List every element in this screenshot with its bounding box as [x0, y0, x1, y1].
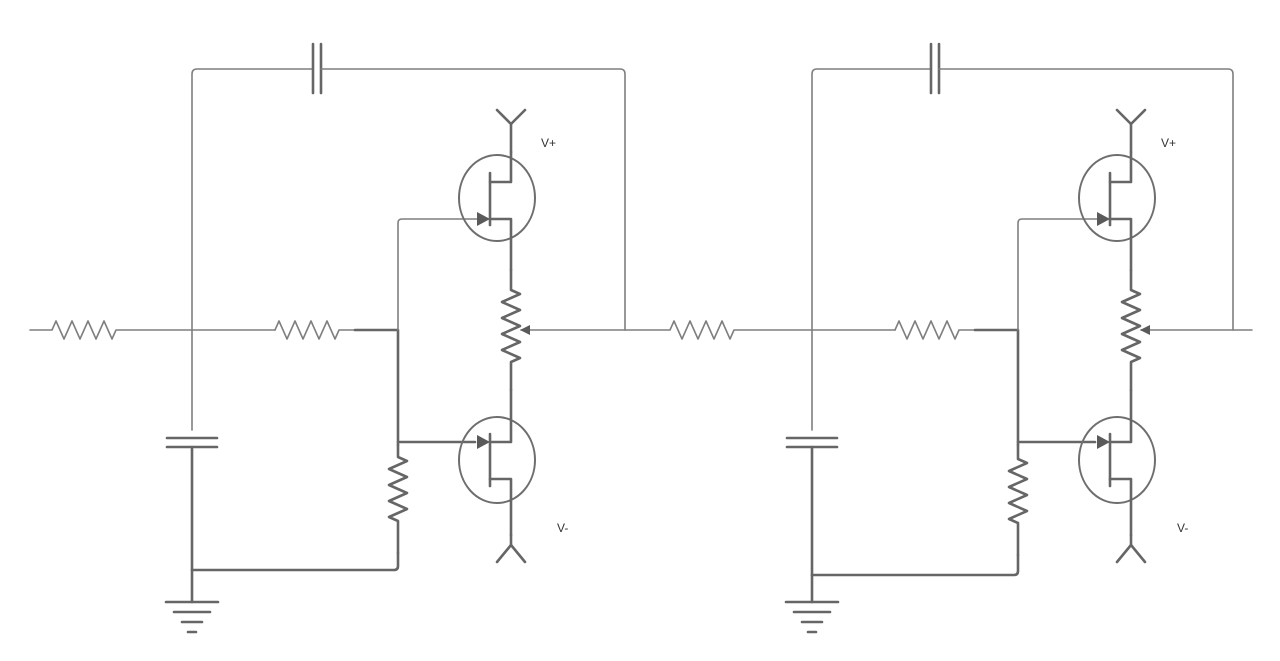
series-resistor — [274, 320, 356, 340]
ground-icon — [164, 568, 220, 634]
ground-capacitor — [165, 436, 219, 572]
potentiometer — [1120, 268, 1253, 392]
shunt-resistor — [1007, 443, 1029, 557]
supply-negative-label: V- — [1177, 521, 1188, 535]
supply-positive-label: V+ — [1161, 136, 1176, 150]
supply-negative-icon — [1115, 533, 1147, 564]
feedback-capacitor — [811, 42, 1234, 431]
upper-transistor — [1078, 150, 1156, 272]
node-wire — [353, 328, 400, 447]
shunt-resistor — [387, 443, 409, 555]
potentiometer — [500, 268, 626, 392]
input-resistor — [29, 320, 276, 340]
amplifier-stage-1: V+ V- — [29, 42, 626, 634]
ground-capacitor — [785, 436, 839, 577]
lower-transistor — [458, 388, 536, 537]
supply-positive-icon — [1115, 108, 1147, 154]
coupling-resistor — [624, 320, 896, 340]
ground-wire — [810, 553, 1020, 577]
feedback-capacitor — [191, 42, 626, 431]
gate-wire-upper — [1017, 218, 1099, 331]
amplifier-stage-2: V+ V- — [784, 42, 1253, 634]
series-resistor — [894, 320, 976, 340]
supply-positive-label: V+ — [541, 136, 556, 150]
ground-wire — [190, 551, 400, 572]
lower-transistor — [1078, 388, 1156, 537]
supply-positive-icon — [495, 108, 527, 154]
supply-negative-label: V- — [557, 521, 568, 535]
supply-negative-icon — [495, 533, 527, 564]
ground-icon — [784, 573, 840, 634]
upper-transistor — [458, 150, 536, 272]
gate-wire-upper — [397, 218, 479, 331]
node-wire — [973, 328, 1020, 447]
